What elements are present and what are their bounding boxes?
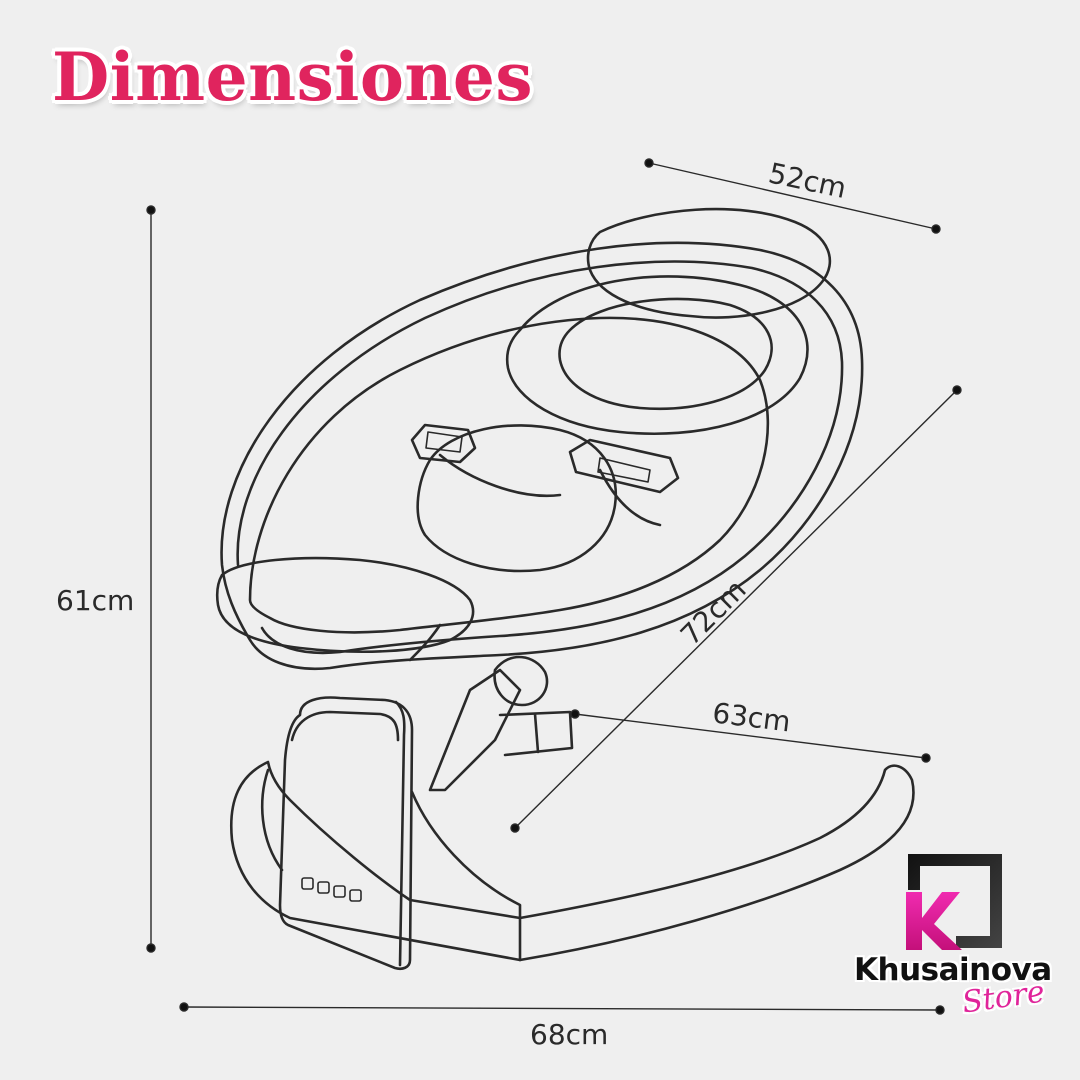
outer-hoop bbox=[220, 241, 864, 671]
motor-housing bbox=[278, 696, 414, 971]
hinge-joint bbox=[493, 655, 549, 707]
brand-name: Khusainova bbox=[854, 952, 1052, 988]
rocker-base-inner bbox=[260, 768, 284, 872]
motor-housing-front bbox=[394, 700, 406, 967]
dimension-height bbox=[146, 205, 156, 953]
head-pillow-inner bbox=[558, 297, 773, 410]
motor-housing-inner bbox=[290, 710, 400, 742]
harness-buckle-right bbox=[568, 438, 680, 494]
inner-hoop bbox=[236, 260, 844, 655]
label-total-width: 68cm bbox=[530, 1018, 608, 1051]
seat-cushion-front bbox=[215, 556, 475, 653]
dimension-top-width bbox=[644, 158, 941, 234]
headrest bbox=[586, 207, 832, 319]
harness-strap bbox=[438, 453, 562, 498]
page-title: Dimensiones bbox=[52, 38, 534, 116]
rocker-base bbox=[229, 760, 915, 962]
dimension-base-length bbox=[570, 709, 931, 763]
support-arm bbox=[428, 668, 522, 792]
brand-logo bbox=[906, 854, 1002, 950]
harness-buckle-left bbox=[410, 423, 477, 464]
label-top-width: 52cm bbox=[766, 156, 849, 205]
head-pillow bbox=[505, 275, 809, 436]
body-cushion bbox=[416, 424, 618, 573]
rocker-base-edge bbox=[410, 790, 522, 962]
control-buttons bbox=[301, 877, 362, 902]
dimension-total-width bbox=[179, 1002, 945, 1015]
label-height: 61cm bbox=[56, 584, 134, 617]
seat-body bbox=[248, 316, 770, 634]
dimension-diagonal bbox=[510, 385, 962, 833]
